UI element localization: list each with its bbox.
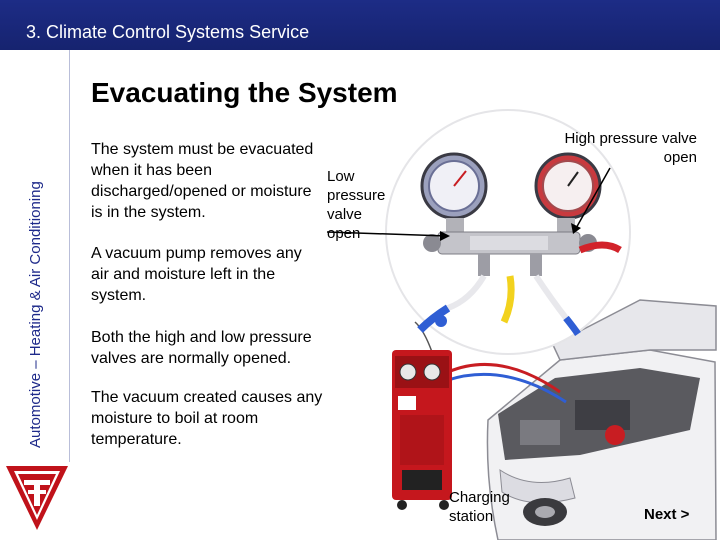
- next-button[interactable]: Next >: [644, 506, 690, 523]
- low-pressure-callout: Low pressure valve open: [327, 168, 386, 242]
- low-valve-arrow: [326, 231, 448, 237]
- header-title: 3. Climate Control Systems Service: [26, 22, 310, 42]
- tf-logo-icon: [6, 466, 68, 530]
- charging-station-icon: [392, 350, 452, 510]
- charging-station-callout: Charging station: [449, 489, 510, 525]
- high-pressure-callout: High pressure valve open: [564, 130, 697, 166]
- page-title: Evacuating the System: [91, 77, 398, 108]
- paragraph-vacuum-pump: A vacuum pump removes any air and moistu…: [91, 245, 302, 304]
- manifold-gauge-icon: [385, 109, 631, 355]
- paragraph-evacuation-reason: The system must be evacuated when it has…: [91, 141, 314, 221]
- high-valve-arrow: [574, 167, 611, 231]
- side-divider: [69, 50, 70, 462]
- header-bar: 3. Climate Control Systems Service: [0, 0, 720, 50]
- paragraph-moisture-boil: The vacuum created causes any moisture t…: [91, 389, 323, 448]
- car-engine-bay-icon: [486, 299, 717, 540]
- paragraph-valves-open: Both the high and low pressure valves ar…: [91, 329, 312, 367]
